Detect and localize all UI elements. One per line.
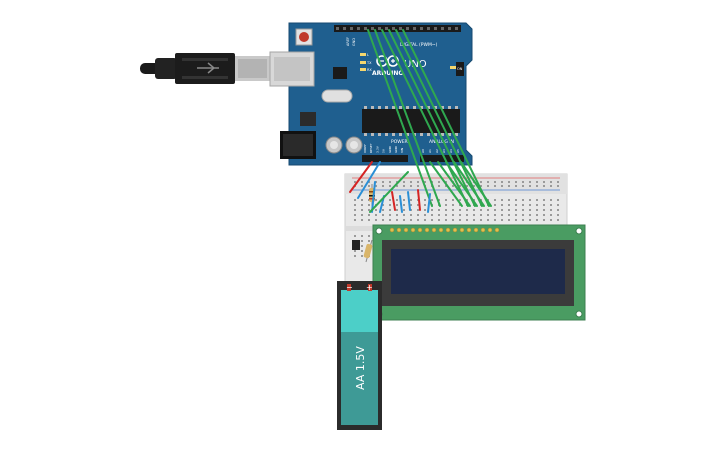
digital-header[interactable] xyxy=(334,25,461,32)
wire[interactable] xyxy=(429,161,463,207)
wire[interactable] xyxy=(417,189,421,211)
wire[interactable] xyxy=(402,29,490,207)
usb-chip xyxy=(333,67,347,79)
arduino-uno-board[interactable]: ARDUINO UNO DIGITAL (PWM~) AREF GND L TX… xyxy=(269,22,473,166)
battery-minus-label: − xyxy=(346,283,353,292)
wire[interactable] xyxy=(369,171,409,213)
lcd-screen xyxy=(391,249,565,294)
wire[interactable] xyxy=(453,161,485,207)
analog-pin-label: A1 xyxy=(428,149,432,153)
led-rx xyxy=(360,68,366,71)
analog-header[interactable] xyxy=(420,155,464,162)
wire[interactable] xyxy=(391,191,396,211)
wire[interactable] xyxy=(381,29,469,207)
arduino-model: UNO xyxy=(404,59,427,70)
analog-pin-label: A2 xyxy=(435,149,439,153)
wires[interactable] xyxy=(349,29,492,213)
wire[interactable] xyxy=(407,191,411,211)
power-pin-label: GND xyxy=(394,145,398,153)
digital-label: DIGITAL (PWM~) xyxy=(400,42,438,48)
lcd-16x2-display[interactable] xyxy=(372,224,586,321)
aa-battery[interactable]: − + AA 1.5V xyxy=(337,281,382,430)
battery-label: AA 1.5V xyxy=(354,346,367,390)
power-label: POWER xyxy=(391,139,408,145)
wire[interactable] xyxy=(374,29,441,207)
arduino-logo-text: ARDUINO xyxy=(372,70,403,77)
wire[interactable] xyxy=(371,181,376,213)
power-header[interactable] xyxy=(362,155,408,162)
battery-lead-positive xyxy=(368,284,372,291)
wire[interactable] xyxy=(437,161,471,207)
analog-label: ANALOG IN xyxy=(429,139,454,145)
power-pin-label: IOREF xyxy=(363,144,367,153)
usb-cable[interactable] xyxy=(140,53,270,84)
lcd-pin-header[interactable] xyxy=(389,227,500,233)
analog-pin-label: A5 xyxy=(456,149,460,153)
wire[interactable] xyxy=(388,29,476,207)
power-pin-label: RESET xyxy=(369,143,373,153)
potentiometer[interactable] xyxy=(352,240,360,250)
wire[interactable] xyxy=(399,195,403,213)
wire[interactable] xyxy=(460,161,492,207)
analog-pin-label: A0 xyxy=(421,149,425,153)
aref-label: AREF xyxy=(346,37,350,46)
rx-label: RX xyxy=(367,68,372,72)
wire[interactable] xyxy=(395,29,483,207)
power-pin-label: 3.3V xyxy=(375,145,379,153)
reset-button[interactable] xyxy=(299,32,309,42)
icsp-header xyxy=(456,62,464,76)
wire[interactable] xyxy=(357,161,381,199)
crystal xyxy=(321,89,353,103)
led-on xyxy=(450,66,456,69)
wire[interactable] xyxy=(349,161,373,193)
voltage-regulator xyxy=(300,112,316,126)
wire[interactable] xyxy=(367,29,433,207)
led-l xyxy=(360,53,366,56)
on-label: ON xyxy=(457,67,463,71)
battery-lead-negative xyxy=(347,284,351,291)
tx-label: TX xyxy=(366,61,372,65)
resistor[interactable] xyxy=(363,239,373,263)
wire[interactable] xyxy=(427,193,431,213)
battery-cap xyxy=(341,290,378,332)
analog-pin-label: A3 xyxy=(442,149,446,153)
usb-symbol-icon xyxy=(197,62,219,74)
l-label: L xyxy=(367,53,369,57)
power-pin-label: 5V xyxy=(382,148,386,153)
analog-pin-label: A4 xyxy=(449,149,453,153)
power-pin-label: GND xyxy=(388,145,392,153)
led-tx xyxy=(360,61,366,64)
power-pin-label: VIN xyxy=(400,148,404,153)
gnd-label: GND xyxy=(352,38,356,46)
wire[interactable] xyxy=(445,161,478,207)
battery-plus-label: + xyxy=(366,283,373,292)
